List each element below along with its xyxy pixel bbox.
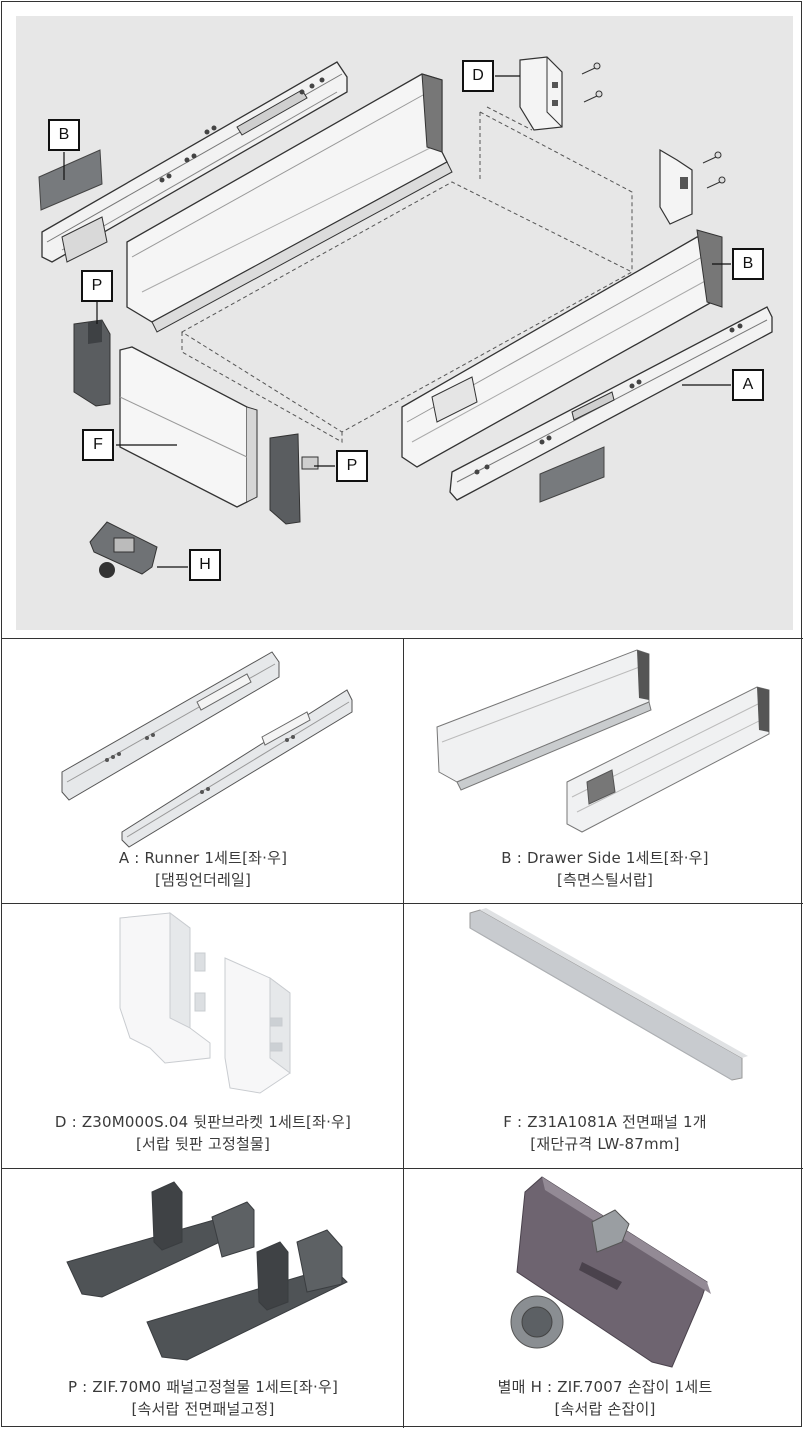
rear-bracket-photo	[119, 912, 291, 1094]
divider-row-2	[2, 903, 803, 904]
caption-handle-line1: 별매 H : ZIF.7007 손잡이 1세트	[497, 1378, 713, 1396]
caption-rear-bracket: D : Z30M000S.04 뒷판브라켓 1세트[좌·우] [서랍 뒷판 고정…	[8, 1111, 398, 1155]
left-runner	[41, 61, 348, 263]
panel-clip-right	[269, 433, 301, 525]
caption-front-panel-line1: F : Z31A1081A 전면패널 1개	[503, 1113, 707, 1131]
rear-bracket-right	[659, 148, 693, 225]
caption-handle-line2: [속서랍 손잡이]	[554, 1400, 656, 1418]
callout-d: D	[462, 60, 494, 92]
callout-b-left: B	[48, 119, 80, 151]
caption-runner: A : Runner 1세트[좌·우] [댐핑언더레일]	[8, 847, 398, 891]
left-side-plate	[38, 149, 103, 211]
screws	[581, 62, 726, 189]
callout-b-right: B	[732, 248, 764, 280]
caption-rear-bracket-line1: D : Z30M000S.04 뒷판브라켓 1세트[좌·우]	[54, 1113, 352, 1131]
exploded-diagram	[38, 56, 773, 578]
caption-front-panel-line2: [재단규격 LW-87mm]	[530, 1135, 680, 1153]
drawer-outline	[181, 106, 634, 443]
rear-bracket-top	[519, 56, 563, 131]
callout-p-left: P	[81, 270, 113, 302]
right-runner	[449, 306, 773, 501]
drawer-side-photo	[436, 649, 770, 833]
callout-a: A	[732, 369, 764, 401]
right-side-plate	[539, 446, 605, 503]
caption-panel-clip: P : ZIF.70M0 패널고정철물 1세트[좌·우] [속서랍 전면패널고정…	[8, 1376, 398, 1420]
caption-drawer-side-line1: B : Drawer Side 1세트[좌·우]	[501, 849, 709, 867]
caption-panel-clip-line2: [속서랍 전면패널고정]	[131, 1400, 275, 1418]
caption-rear-bracket-line2: [서랍 뒷판 고정철물]	[135, 1135, 271, 1153]
caption-drawer-side: B : Drawer Side 1세트[좌·우] [측면스틸서랍]	[410, 847, 800, 891]
right-drawer-side	[401, 229, 723, 468]
callout-f: F	[82, 429, 114, 461]
divider-row-1	[2, 638, 803, 639]
divider-row-3	[2, 1168, 803, 1169]
callout-leaders	[63, 75, 731, 568]
runner-photo	[61, 651, 353, 848]
left-drawer-side	[126, 73, 453, 333]
divider-column	[403, 638, 404, 1428]
panel-clip-photo	[66, 1181, 348, 1361]
callout-p-right: P	[336, 450, 368, 482]
handle-photo	[510, 1176, 711, 1368]
caption-panel-clip-line1: P : ZIF.70M0 패널고정철물 1세트[좌·우]	[67, 1378, 339, 1396]
handle	[89, 521, 158, 578]
caption-runner-line1: A : Runner 1세트[좌·우]	[118, 849, 288, 867]
front-panel-photo	[469, 908, 748, 1081]
front-panel	[119, 346, 258, 508]
caption-handle: 별매 H : ZIF.7007 손잡이 1세트 [속서랍 손잡이]	[410, 1376, 800, 1420]
caption-drawer-side-line2: [측면스틸서랍]	[556, 871, 654, 889]
caption-front-panel: F : Z31A1081A 전면패널 1개 [재단규격 LW-87mm]	[410, 1111, 800, 1155]
caption-runner-line2: [댐핑언더레일]	[154, 871, 252, 889]
callout-h: H	[189, 549, 221, 581]
